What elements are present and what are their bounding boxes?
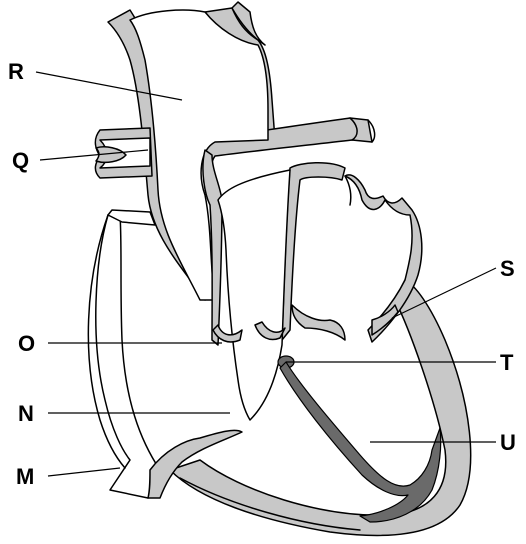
pulmonary-vein-edge [345, 176, 351, 205]
label-m: M [16, 464, 34, 489]
valve-mitral-left [292, 305, 345, 340]
right-atrium [88, 210, 160, 498]
label-n: N [18, 401, 34, 426]
leader-m [48, 468, 120, 476]
septum-body [218, 170, 290, 420]
valve-mitral-right [372, 305, 398, 335]
label-u: U [500, 430, 516, 455]
septum-right-column [282, 163, 345, 340]
label-q: Q [12, 148, 29, 173]
label-t: T [500, 350, 514, 375]
septum [203, 150, 345, 420]
label-r: R [8, 59, 24, 84]
conduction-system [278, 356, 441, 522]
label-s: S [500, 256, 515, 281]
right-atrium-wall [96, 215, 160, 498]
label-o: O [18, 331, 35, 356]
